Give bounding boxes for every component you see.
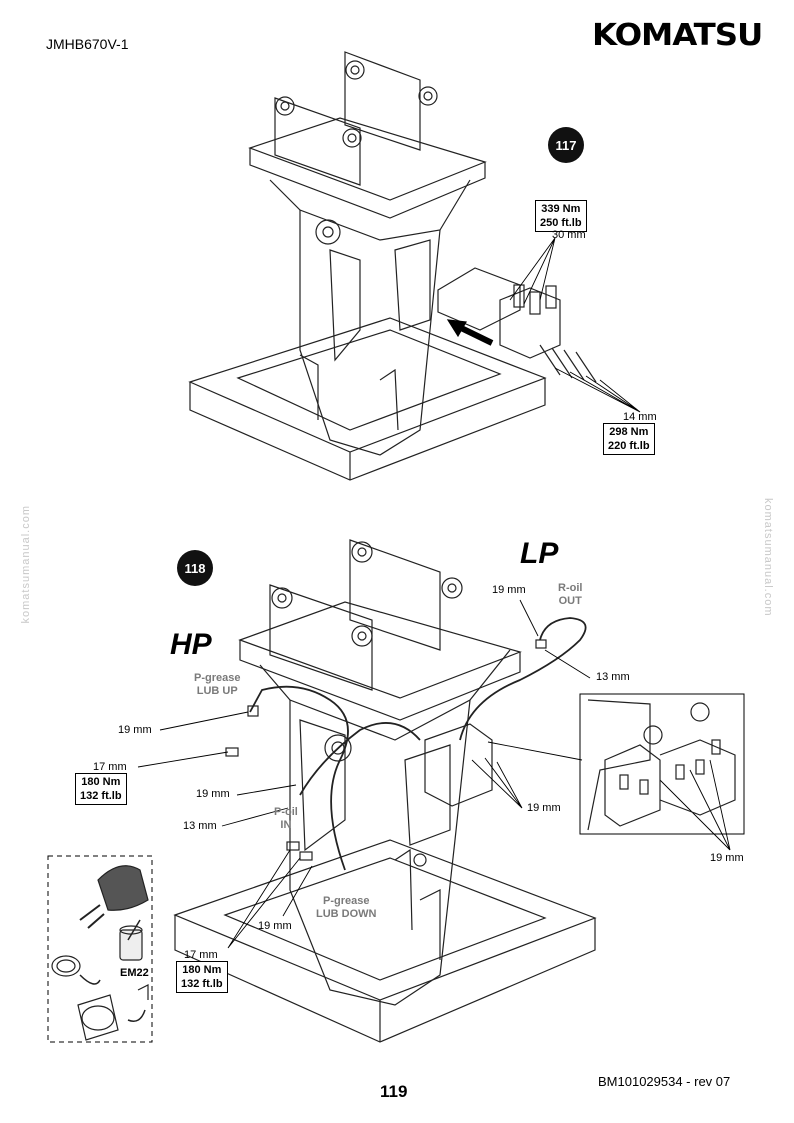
torque-nm: 180 Nm [182,964,222,976]
torque-box-bottom-117: 298 Nm 220 ft.lb [603,423,655,455]
document-code: JMHB670V-1 [46,36,129,52]
torque-nm: 298 Nm [609,426,649,438]
out-text: OUT [558,595,582,607]
torque-box-17mm-top: 180 Nm 132 ft.lb [75,773,127,805]
wrench-17mm-low: 17 mm [184,949,218,961]
wrench-size-30mm: 30 mm [552,229,586,241]
wrench-19mm-low: 19 mm [258,920,292,932]
p-grease-lub-down-label: P-grease LUB DOWN [316,895,377,921]
watermark-right: komatsumanual.com [762,498,774,617]
r-oil-text: R-oil [558,582,583,594]
p-grease-text: P-grease [194,672,241,684]
wrench-17mm-top: 17 mm [93,761,127,773]
torque-nm: 339 Nm [541,203,581,215]
komatsu-logo: KOMATSU [592,18,763,53]
lub-down-text: LUB DOWN [316,908,377,920]
p-grease-text: P-grease [323,895,370,907]
page-number: 119 [380,1082,408,1101]
in-text: IN [280,819,292,831]
valve-detail-inset [579,693,745,835]
lp-label: LP [520,537,559,570]
wrench-13mm-mid: 13 mm [183,820,217,832]
wrench-19mm-detail: 19 mm [710,852,744,864]
r-oil-out-label: R-oil OUT [558,582,582,608]
lubricant-code: EM22 [120,967,149,979]
p-grease-lub-up-label: P-grease LUB UP [194,672,240,698]
wrench-19mm-lp: 19 mm [492,584,526,596]
wrench-19mm-grease: 19 mm [118,724,152,736]
wrench-size-14mm: 14 mm [623,411,657,423]
torque-nm: 180 Nm [81,776,121,788]
wrench-19mm-mid: 19 mm [196,788,230,800]
p-oil-in-label: P-oil IN [274,806,298,832]
torque-box-top-117: 339 Nm 250 ft.lb [535,200,587,232]
torque-ftlb: 132 ft.lb [181,978,223,990]
wrench-19mm-valve: 19 mm [527,802,561,814]
seal-lubrication-inset [47,855,153,1043]
torque-ftlb: 220 ft.lb [608,440,650,452]
lub-up-text: LUB UP [196,685,238,697]
torque-ftlb: 250 ft.lb [540,217,582,229]
wrench-13mm-lp: 13 mm [596,671,630,683]
torque-box-17mm-low: 180 Nm 132 ft.lb [176,961,228,993]
hp-label: HP [170,628,212,661]
torque-ftlb: 132 ft.lb [80,790,122,802]
hammer-assembly-117-illustration [188,51,597,481]
hammer-assembly-118-illustration [173,539,597,1043]
step-118-badge: 118 [177,550,213,586]
p-oil-text: P-oil [274,806,298,818]
document-reference: BM101029534 - rev 07 [598,1074,731,1089]
step-117-badge: 117 [548,127,584,163]
